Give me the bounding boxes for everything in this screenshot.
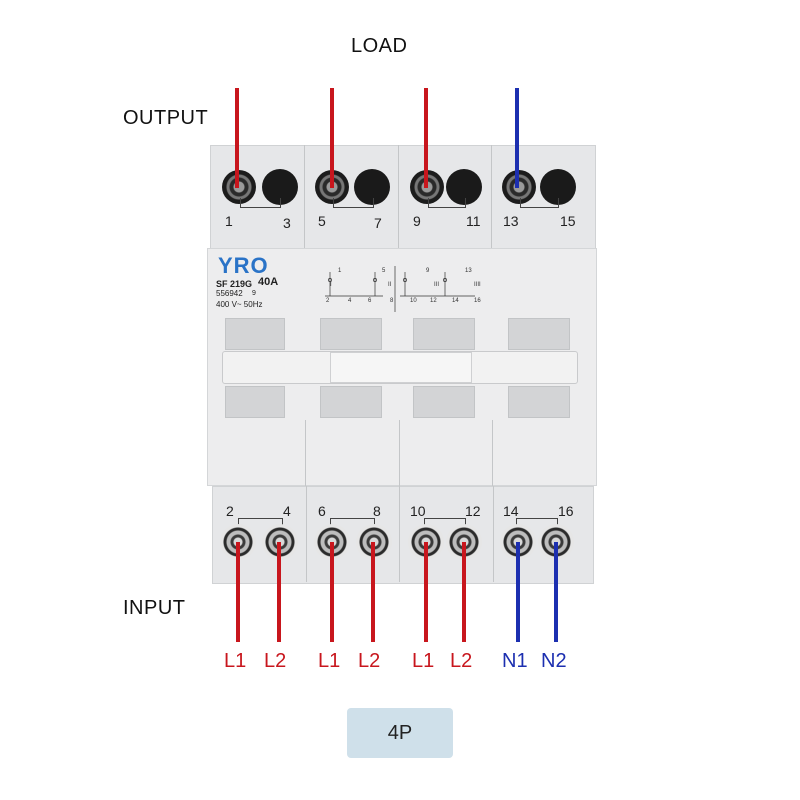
top-screw-13 (502, 170, 536, 204)
output-label: OUTPUT (123, 107, 209, 129)
input-wire (330, 542, 334, 642)
input-wire (236, 542, 240, 642)
wire-label-l1: L1 (224, 650, 247, 672)
wire-label-l1: L1 (412, 650, 435, 672)
top-bracket (333, 198, 374, 208)
serial-text: 556942 (216, 289, 243, 298)
diagram-number: 6 (368, 298, 372, 304)
position-window (508, 318, 570, 350)
terminal-number: 15 (560, 213, 576, 229)
wire-label-l2: L2 (264, 650, 287, 672)
terminal-number: 10 (410, 503, 426, 519)
position-window (225, 386, 285, 418)
terminal-number: 6 (318, 503, 326, 519)
diagram-number: 10 (410, 298, 417, 304)
position-window (225, 318, 285, 350)
wire-label-l2: L2 (358, 650, 381, 672)
top-terminal-hole-11 (446, 169, 482, 205)
wire-label-l2: L2 (450, 650, 473, 672)
diagram-number: 16 (474, 298, 481, 304)
diagram-roman: I (330, 282, 332, 288)
terminal-number: 14 (503, 503, 519, 519)
terminal-number: 16 (558, 503, 574, 519)
rating-text: 40A (258, 276, 279, 288)
terminal-number: 12 (465, 503, 481, 519)
top-terminal-hole-7 (354, 169, 390, 205)
top-bracket (240, 198, 281, 208)
position-window (413, 318, 475, 350)
terminal-number: 3 (283, 215, 291, 231)
diagram-number: 9 (426, 268, 430, 274)
diagram-roman: IIII (474, 282, 481, 288)
top-screw-1 (222, 170, 256, 204)
handle-grip[interactable] (330, 352, 472, 383)
output-wire (330, 88, 334, 188)
terminal-number: 8 (373, 503, 381, 519)
diagram-roman: II (388, 282, 392, 288)
output-wire (235, 88, 239, 188)
diagram-number: 12 (430, 298, 437, 304)
input-label: INPUT (123, 597, 186, 619)
load-label: LOAD (351, 35, 408, 57)
diagram-number: 5 (382, 268, 386, 274)
input-wire-neutral (516, 542, 520, 642)
input-wire (462, 542, 466, 642)
diagram-number: 14 (452, 298, 459, 304)
output-wire (424, 88, 428, 188)
serial-suffix: 9 (252, 290, 256, 297)
nameplate: YRO 40A SF 219G 556942 9 400 V~ 50Hz 1 5… (212, 252, 592, 314)
pole-count-badge: 4P (347, 708, 453, 758)
position-window (320, 318, 382, 350)
terminal-number: 9 (413, 213, 421, 229)
position-window (320, 386, 382, 418)
input-wire (277, 542, 281, 642)
top-bracket (520, 198, 559, 208)
input-wire (371, 542, 375, 642)
terminal-number: 5 (318, 213, 326, 229)
diagram-number: 13 (465, 268, 472, 274)
nameplate-wiring-diagram (325, 266, 475, 312)
wire-label-n1: N1 (502, 650, 528, 672)
diagram-number: 4 (348, 298, 352, 304)
model-text: SF 219G (216, 279, 253, 289)
position-window (508, 386, 570, 418)
diagram-roman: III (434, 282, 440, 288)
diagram-number: 2 (326, 298, 330, 304)
output-wire-neutral (515, 88, 519, 188)
terminal-number: 4 (283, 503, 291, 519)
wire-label-l1: L1 (318, 650, 341, 672)
top-bracket (428, 198, 466, 208)
input-wire (424, 542, 428, 642)
voltage-text: 400 V~ 50Hz (216, 300, 263, 309)
terminal-number: 11 (466, 213, 481, 229)
terminal-number: 2 (226, 503, 234, 519)
terminal-number: 1 (225, 213, 233, 229)
diagram-number: 1 (338, 268, 342, 274)
wire-label-n2: N2 (541, 650, 567, 672)
terminal-number: 7 (374, 215, 382, 231)
brand-logo: YRO (218, 253, 269, 278)
position-window (413, 386, 475, 418)
input-wire-neutral (554, 542, 558, 642)
terminal-number: 13 (503, 213, 519, 229)
diagram-number: 8 (390, 298, 394, 304)
